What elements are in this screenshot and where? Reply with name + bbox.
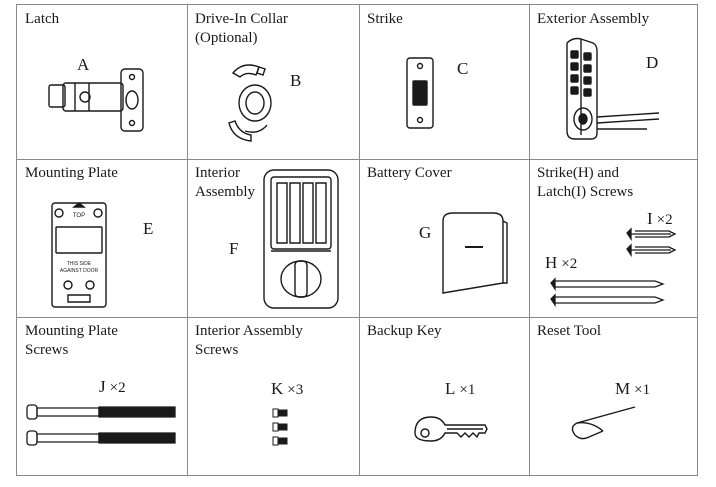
part-letter: F: [229, 239, 239, 258]
letter-m: M: [615, 379, 631, 398]
part-cell-reset-tool: Reset Tool M×1: [529, 317, 699, 477]
part-title: Interior Assembly: [195, 165, 255, 200]
plate-label-top: TOP: [73, 213, 85, 219]
column-divider: [187, 5, 188, 475]
mounting-plate-icon: TOP THIS SIDE AGAINST DOOR: [50, 201, 108, 309]
part-letter: H×2: [545, 253, 577, 273]
part-letter: G: [419, 223, 432, 242]
letter-k: K: [271, 379, 284, 398]
mounting-screws-icon: [25, 401, 177, 451]
latch-icon: [45, 63, 155, 135]
screws-icon: [541, 223, 691, 311]
part-title: Strike(H) and Latch(I) Screws: [537, 165, 634, 200]
part-title: Latch: [25, 11, 60, 27]
quantity: ×2: [109, 380, 126, 396]
column-divider: [529, 5, 530, 475]
column-divider: [359, 5, 360, 475]
part-title: Reset Tool: [537, 323, 602, 339]
plate-label-door: AGAINST DOOR: [60, 268, 99, 274]
keypad-lock-icon: [547, 33, 663, 145]
row-divider: [17, 159, 697, 160]
part-cell-collar: Drive-In Collar (Optional) B: [187, 5, 359, 159]
quantity: ×3: [287, 382, 304, 398]
part-letter-i: I×2: [647, 209, 673, 229]
part-letter: B: [290, 71, 302, 90]
part-title: Backup Key: [367, 323, 442, 339]
part-cell-strike-latch-screws: Strike(H) and Latch(I) Screws H×2 I×2: [529, 159, 699, 317]
row-divider: [17, 317, 697, 318]
letter-j: J: [99, 377, 106, 396]
strike-plate-icon: [403, 55, 437, 131]
part-cell-battery-cover: Battery Cover G: [359, 159, 529, 317]
quantity: ×1: [634, 382, 651, 398]
part-cell-latch: Latch A: [17, 5, 187, 159]
part-cell-mounting-plate-screws: Mounting Plate Screws J×2: [17, 317, 187, 477]
quantity: ×2: [656, 212, 673, 228]
part-title: Strike: [367, 11, 403, 27]
parts-table: Latch A Drive-In Collar (Optional) B: [16, 4, 698, 476]
plate-label-side: THIS SIDE: [67, 261, 92, 267]
part-letter: E: [143, 219, 154, 238]
quantity: ×2: [561, 256, 578, 272]
part-cell-mounting-plate: Mounting Plate E TOP THIS SIDE AGAINST D…: [17, 159, 187, 317]
letter-i: I: [647, 209, 653, 228]
part-letter: K×3: [271, 379, 303, 399]
part-cell-strike: Strike C: [359, 5, 529, 159]
part-cell-interior-screws: Interior Assembly Screws K×3: [187, 317, 359, 477]
key-icon: [409, 407, 489, 455]
part-cell-interior-assembly: Interior Assembly F: [187, 159, 359, 317]
letter-h: H: [545, 253, 558, 272]
battery-cover-icon: [439, 211, 511, 295]
collar-icon: [219, 57, 291, 149]
part-letter: D: [646, 53, 659, 72]
part-title: Mounting Plate Screws: [25, 323, 118, 358]
interior-assembly-icon: [261, 167, 341, 311]
part-title: Exterior Assembly: [537, 11, 650, 27]
part-letter: L×1: [445, 379, 475, 399]
part-cell-exterior-assembly: Exterior Assembly D: [529, 5, 699, 159]
quantity: ×1: [459, 382, 476, 398]
part-letter: C: [457, 59, 469, 78]
part-title: Interior Assembly Screws: [195, 323, 303, 358]
part-title: Battery Cover: [367, 165, 452, 181]
reset-tool-icon: [567, 405, 647, 445]
short-screws-icon: [271, 407, 289, 447]
part-letter: J×2: [99, 377, 126, 397]
part-cell-backup-key: Backup Key L×1: [359, 317, 529, 477]
part-letter: A: [77, 55, 90, 74]
letter-l: L: [445, 379, 456, 398]
part-title: Mounting Plate: [25, 165, 118, 181]
part-letter: M×1: [615, 379, 650, 399]
part-title: Drive-In Collar (Optional): [195, 11, 288, 46]
